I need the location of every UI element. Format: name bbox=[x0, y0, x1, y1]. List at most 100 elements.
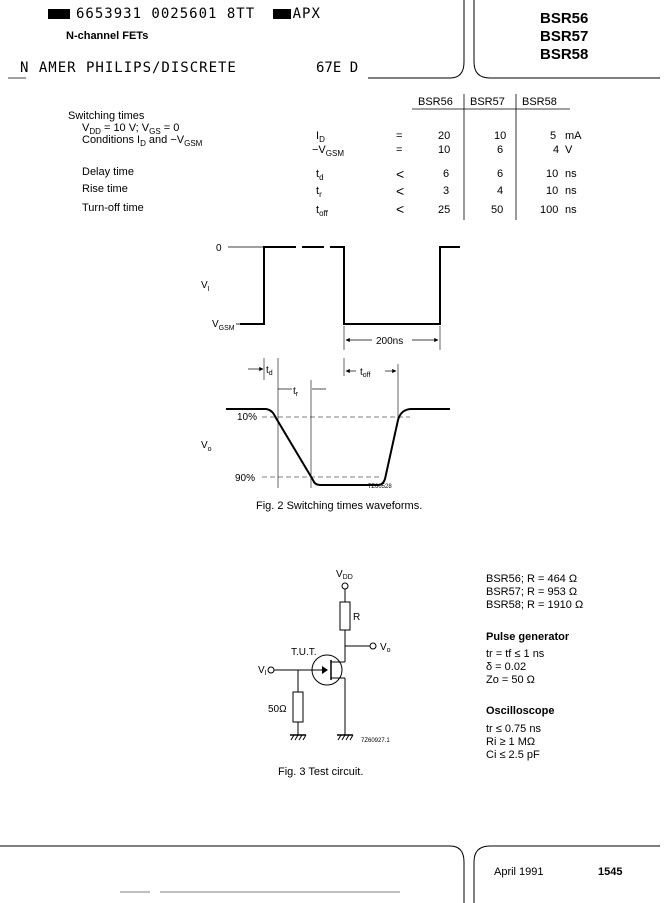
fig2-waveforms: 0 VI VGSM 200ns td tr toff 10% 90% Vo 7Z… bbox=[201, 243, 460, 490]
fig2-code: 7Z60528 bbox=[368, 484, 392, 490]
col-header: BSR58 bbox=[522, 96, 557, 108]
vo-label: Vo bbox=[380, 642, 391, 654]
value: 10 bbox=[546, 168, 559, 180]
col-header: BSR57 bbox=[470, 96, 505, 108]
ground-symbol bbox=[290, 734, 307, 741]
vo-label: Vo bbox=[201, 440, 212, 453]
value: 50 bbox=[491, 204, 504, 216]
sym-id: ID bbox=[316, 130, 325, 145]
fig3-caption: Fig. 3 Test circuit. bbox=[278, 766, 364, 778]
toff-label: toff bbox=[360, 367, 370, 379]
row-label: Rise time bbox=[82, 183, 128, 195]
ninety-percent-label: 90% bbox=[235, 473, 255, 484]
row-label: Turn-off time bbox=[82, 202, 144, 214]
rel: < bbox=[396, 183, 405, 199]
unit: ns bbox=[565, 204, 577, 216]
vdd-terminal bbox=[341, 582, 349, 590]
r-value-line: BSR56; R = 464 Ω bbox=[486, 573, 578, 585]
unit: ns bbox=[565, 185, 577, 197]
barcode-text: 6653931 0025601 8TT bbox=[76, 6, 256, 22]
value: 10 bbox=[546, 185, 559, 197]
unit: ns bbox=[565, 168, 577, 180]
pulse-line: tr = tf ≤ 1 ns bbox=[486, 648, 545, 660]
footer-page: 1545 bbox=[598, 866, 623, 878]
vi-terminal bbox=[267, 666, 275, 674]
header-line2-code: 67E D bbox=[316, 60, 359, 76]
part-number: BSR57 bbox=[540, 28, 589, 45]
value: 6 bbox=[443, 168, 450, 180]
r50-label: 50Ω bbox=[268, 704, 287, 715]
part-numbers: BSR56 BSR57 BSR58 bbox=[540, 10, 588, 64]
footer-curve-right bbox=[473, 845, 660, 903]
vgsm-label: VGSM bbox=[212, 319, 235, 332]
gate-arrow bbox=[322, 666, 328, 674]
sym-toff: toff bbox=[316, 204, 328, 219]
barcode-block bbox=[272, 9, 291, 19]
footer-curve-left bbox=[449, 845, 465, 903]
osc-title: Oscilloscope bbox=[486, 705, 555, 717]
part-number: BSR58 bbox=[540, 46, 589, 63]
header-curve-right bbox=[473, 0, 660, 79]
header-barcode-line: 6653931 0025601 8TT APX bbox=[48, 6, 321, 22]
osc-line: tr ≤ 0.75 ns bbox=[486, 723, 541, 735]
value: 3 bbox=[443, 185, 450, 197]
ground-symbol bbox=[337, 734, 354, 741]
tr-label: tr bbox=[293, 386, 299, 398]
unit: mA bbox=[565, 130, 582, 142]
sym-td: td bbox=[316, 168, 324, 183]
table-rules bbox=[412, 94, 570, 220]
condition-line: VDD = 10 V; VGS = 0 bbox=[82, 122, 180, 137]
time-label: 200ns bbox=[376, 336, 403, 347]
header-subtitle: N-channel FETs bbox=[66, 30, 149, 42]
value: 10 bbox=[438, 144, 451, 156]
condition-line: Conditions ID and −VGSM bbox=[82, 134, 203, 149]
r-value-line: BSR57; R = 953 Ω bbox=[486, 586, 578, 598]
output-waveform bbox=[226, 408, 450, 486]
ten-percent-label: 10% bbox=[237, 412, 257, 423]
section-title: Switching times bbox=[68, 110, 145, 122]
header-line2: N AMER PHILIPS/DISCRETE bbox=[20, 60, 237, 76]
fig2-caption: Fig. 2 Switching times waveforms. bbox=[256, 500, 423, 512]
value: 25 bbox=[438, 204, 451, 216]
load-resistor bbox=[339, 601, 351, 631]
header-rules bbox=[8, 0, 660, 79]
vi-label: VI bbox=[258, 665, 267, 677]
value: 10 bbox=[494, 130, 507, 142]
value: 5 bbox=[550, 130, 557, 142]
sym-vgsm: −VGSM bbox=[312, 144, 344, 159]
td-label: td bbox=[266, 365, 273, 377]
row-label: Delay time bbox=[82, 166, 134, 178]
rel: < bbox=[396, 166, 405, 182]
sym-tr: tr bbox=[316, 185, 322, 200]
barcode-suffix: APX bbox=[292, 6, 321, 22]
rel: = bbox=[396, 130, 403, 142]
rel: = bbox=[396, 144, 403, 156]
fig3-circuit: VDD R Vo T.U.T. VI 50Ω 7Z60927.1 bbox=[258, 569, 391, 744]
part-number: BSR56 bbox=[540, 10, 589, 27]
vi-label: VI bbox=[201, 280, 210, 293]
barcode-block bbox=[48, 9, 70, 19]
vo-terminal bbox=[369, 642, 377, 650]
pulse-line: Zo = 50 Ω bbox=[486, 674, 535, 686]
osc-line: Ci ≤ 2.5 pF bbox=[486, 749, 540, 761]
rel: < bbox=[396, 201, 405, 217]
pulse-lines: tr = tf ≤ 1 ns δ = 0.02 Zo = 50 Ω bbox=[486, 648, 544, 687]
vdd-label: VDD bbox=[336, 569, 353, 581]
pulse-line: δ = 0.02 bbox=[486, 661, 527, 673]
input-pulse-right bbox=[330, 246, 460, 325]
value: 20 bbox=[438, 130, 451, 142]
input-pulse-left bbox=[240, 246, 296, 325]
value: 100 bbox=[540, 204, 559, 216]
r-label: R bbox=[353, 612, 360, 623]
value: 4 bbox=[497, 185, 504, 197]
footer-rules bbox=[0, 845, 660, 903]
r-value-line: BSR58; R = 1910 Ω bbox=[486, 599, 584, 611]
r-values: BSR56; R = 464 Ω BSR57; R = 953 Ω BSR58;… bbox=[486, 573, 583, 612]
col-header: BSR56 bbox=[418, 96, 453, 108]
zero-label: 0 bbox=[216, 243, 222, 254]
termination-resistor bbox=[292, 691, 304, 723]
value: 4 bbox=[553, 144, 560, 156]
osc-lines: tr ≤ 0.75 ns Ri ≥ 1 MΩ Ci ≤ 2.5 pF bbox=[486, 723, 541, 762]
value: 6 bbox=[497, 168, 504, 180]
value: 6 bbox=[497, 144, 504, 156]
